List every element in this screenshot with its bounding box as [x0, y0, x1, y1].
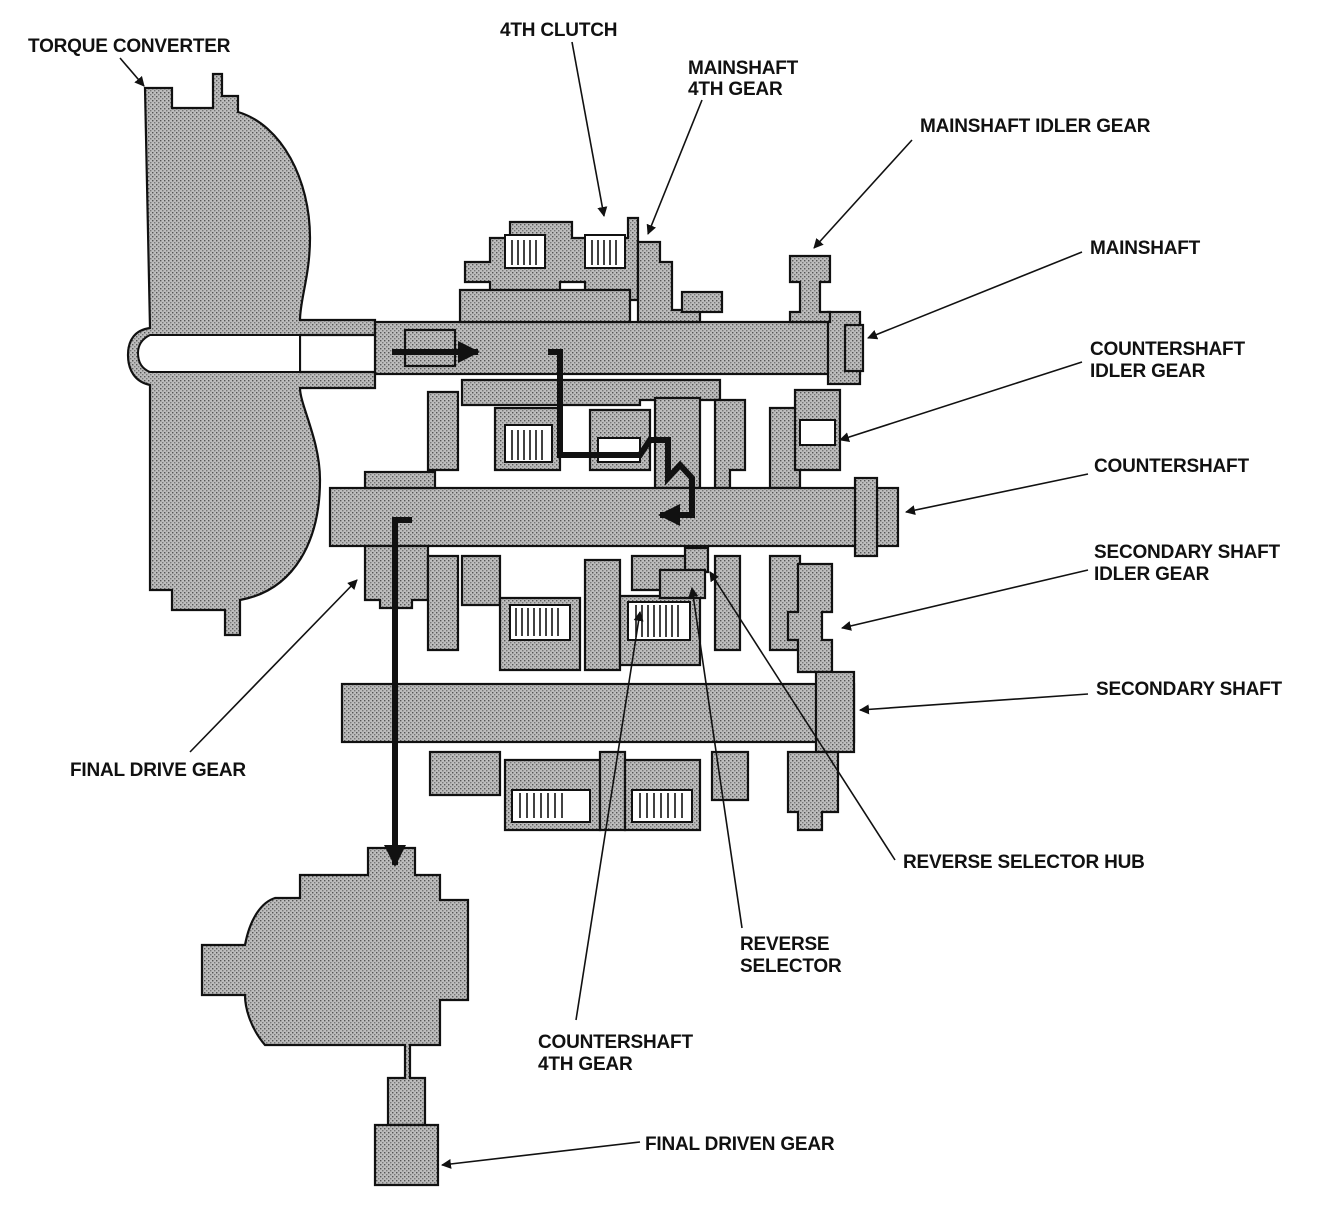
label-mainshaft-4th-gear-line2: 4TH GEAR	[688, 79, 783, 100]
reverse-selector-assembly	[630, 546, 710, 600]
power-flow-path	[384, 341, 695, 867]
final-driven-gear	[373, 1123, 440, 1187]
leader-secondary-shaft	[859, 693, 1089, 715]
label-mainshaft-idler-gear: MAINSHAFT IDLER GEAR	[920, 116, 1151, 137]
label-mainshaft: MAINSHAFT	[1090, 238, 1201, 259]
flow-path-through-clutch	[548, 349, 695, 526]
label-4th-clutch: 4TH CLUTCH	[500, 20, 617, 41]
leader-reverse-selector	[688, 587, 743, 929]
leader-4th-clutch	[571, 41, 608, 217]
label-countershaft-4th-gear-line2: 4TH GEAR	[538, 1054, 633, 1075]
leader-reverse-selector-hub	[709, 571, 896, 861]
differential-assembly	[200, 846, 470, 1127]
label-countershaft: COUNTERSHAFT	[1094, 456, 1249, 477]
torque-converter	[126, 72, 377, 637]
leader-countershaft-idler-gear	[839, 361, 1083, 442]
mainshaft-idler-gear	[788, 254, 832, 324]
label-final-driven-gear: FINAL DRIVEN GEAR	[645, 1134, 835, 1155]
label-torque-converter: TORQUE CONVERTER	[28, 36, 231, 57]
secondary-shaft-lower-assembly	[428, 750, 840, 832]
mainshaft-lower-assembly	[426, 378, 842, 490]
clutch-discs	[511, 240, 617, 265]
leader-countershaft	[905, 473, 1089, 516]
leader-secondary-shaft-idler-gear	[841, 569, 1089, 631]
leader-final-drive-gear	[189, 579, 358, 753]
fourth-clutch	[458, 216, 640, 324]
label-secondary-shaft-idler-gear-line2: IDLER GEAR	[1094, 564, 1210, 585]
leader-torque-converter	[119, 57, 145, 87]
label-reverse-selector-hub: REVERSE SELECTOR HUB	[903, 852, 1145, 873]
label-mainshaft-4th-gear-line1: MAINSHAFT	[688, 58, 799, 79]
labels: TORQUE CONVERTER 4TH CLUTCH MAINSHAFT 4T…	[28, 20, 1283, 1155]
label-final-drive-gear: FINAL DRIVE GEAR	[70, 760, 246, 781]
label-reverse-selector-line2: SELECTOR	[740, 956, 842, 977]
label-secondary-shaft: SECONDARY SHAFT	[1096, 679, 1283, 700]
leader-mainshaft-idler-gear	[813, 139, 913, 249]
countershaft	[328, 470, 900, 558]
leader-mainshaft	[867, 251, 1083, 340]
mainshaft	[373, 310, 865, 386]
countershaft-lower-assembly	[426, 554, 802, 672]
label-countershaft-idler-gear-line2: IDLER GEAR	[1090, 361, 1206, 382]
leader-countershaft-4th-gear	[575, 611, 644, 1021]
mainshaft-4th-gear	[636, 240, 724, 324]
leader-lines	[119, 41, 1089, 1169]
label-countershaft-idler-gear-line1: COUNTERSHAFT	[1090, 339, 1245, 360]
leader-final-driven-gear	[441, 1141, 641, 1169]
flow-path-to-final-drive	[384, 517, 412, 867]
label-reverse-selector-line1: REVERSE	[740, 934, 829, 955]
secondary-shaft	[340, 670, 856, 754]
label-countershaft-4th-gear-line1: COUNTERSHAFT	[538, 1032, 693, 1053]
label-secondary-shaft-idler-gear-line1: SECONDARY SHAFT	[1094, 542, 1281, 563]
leader-mainshaft-4th-gear	[646, 99, 703, 235]
